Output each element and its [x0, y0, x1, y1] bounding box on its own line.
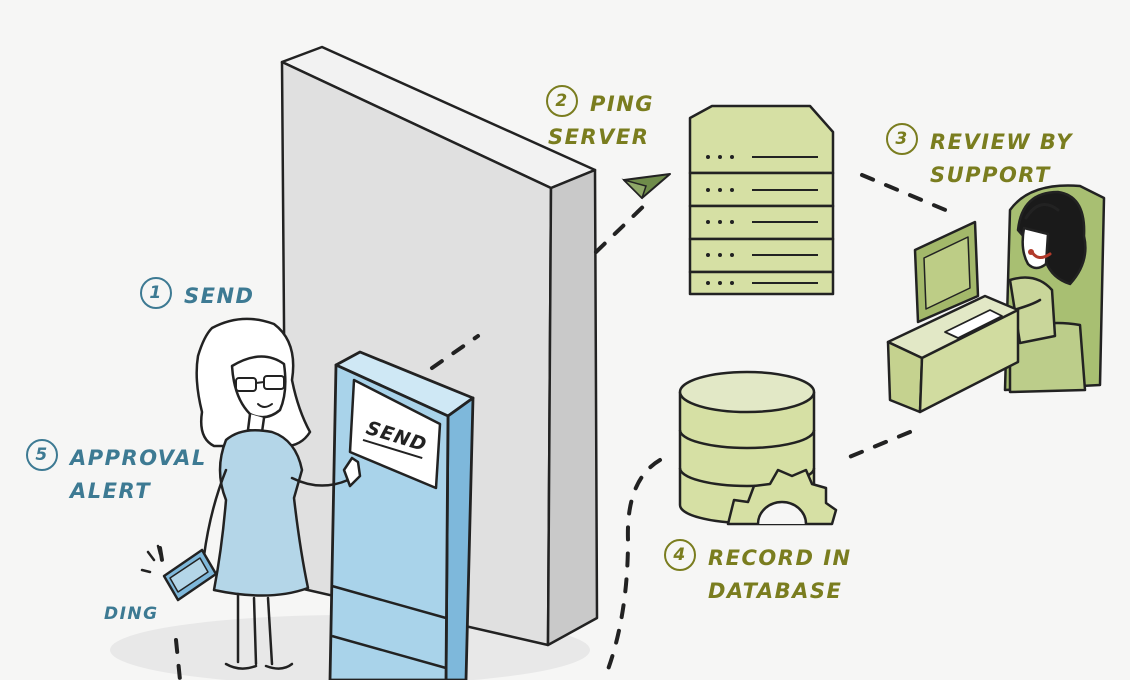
step-label: RECORD IN DATABASE — [708, 546, 852, 603]
step-label: APPROVAL ALERT — [70, 446, 207, 503]
step-2-ping-server: 2 PING SERVER — [546, 85, 655, 154]
step-3-review-by-support: 3 REVIEW BY SUPPORT — [886, 123, 1073, 192]
user-illustration — [195, 317, 362, 670]
step-label: SEND — [184, 284, 255, 308]
support-agent-illustration — [886, 184, 1106, 414]
server-icon — [688, 104, 835, 296]
phone-icon — [162, 548, 218, 602]
step-number: 5 — [26, 439, 58, 471]
step-1-send: 1 SEND — [140, 277, 255, 313]
step-number: 4 — [664, 539, 696, 571]
ding-sound-label: DING — [104, 604, 159, 624]
ding-marks — [140, 544, 162, 574]
paper-plane-icon — [621, 173, 671, 200]
step-label: REVIEW BY SUPPORT — [930, 130, 1073, 187]
step-4-record-in-database: 4 RECORD IN DATABASE — [664, 539, 852, 608]
step-label: PING SERVER — [548, 92, 655, 149]
send-kiosk — [328, 350, 475, 680]
gear-icon — [726, 468, 838, 526]
step-number: 3 — [886, 123, 918, 155]
step-5-approval-alert: 5 APPROVAL ALERT — [26, 439, 207, 508]
step-number: 2 — [546, 85, 578, 117]
step-number: 1 — [140, 277, 172, 309]
